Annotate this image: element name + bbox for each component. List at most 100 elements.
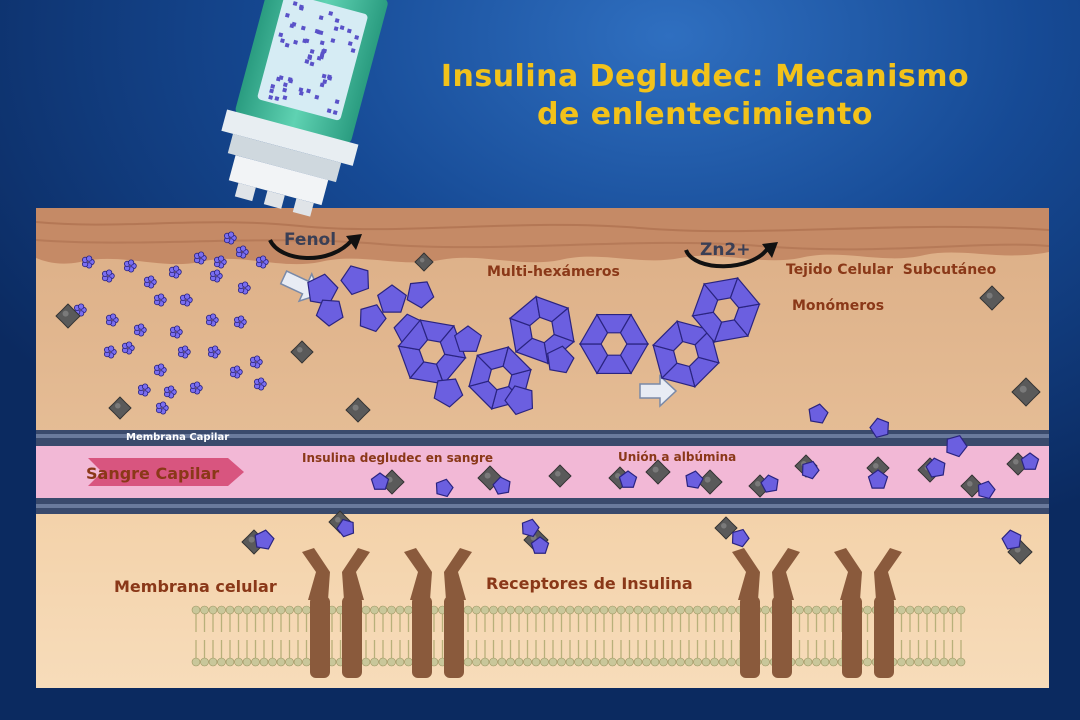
insulin-cluster — [253, 377, 267, 391]
insulin-monomer — [336, 518, 355, 538]
insulin-cluster — [123, 259, 137, 273]
albumin — [960, 474, 984, 498]
insulin-dimer-unit — [453, 325, 483, 352]
insulin-monomer — [946, 434, 968, 458]
insulin-cluster — [249, 355, 263, 369]
albumin — [290, 340, 314, 364]
insulin-monomer — [869, 417, 890, 439]
insulin-receptor — [302, 548, 370, 678]
fenol-release-arrow — [268, 234, 362, 260]
insulin-monomer — [925, 457, 946, 478]
albumin — [645, 459, 671, 485]
insulin-hexamer — [651, 319, 721, 389]
insulin-depot-clusters — [73, 231, 269, 415]
insulin-cluster — [133, 323, 147, 337]
flow-arrow-2 — [639, 374, 678, 408]
insulin-monomer — [977, 480, 996, 500]
insulina-sangre-label: Insulina degludec en sangre — [302, 451, 494, 465]
insulin-monomer — [808, 403, 829, 424]
albumin — [1006, 452, 1030, 476]
insulin-cluster — [143, 275, 157, 289]
page-title: Insulina Degludec: Mecanismo de enlentec… — [380, 58, 1030, 134]
receptores-label: Receptores de Insulina — [486, 574, 693, 593]
insulin-cluster — [81, 255, 95, 269]
insulin-dimer-unit — [377, 284, 407, 313]
albumin — [979, 285, 1005, 311]
monomeros-label: Monómeros — [792, 298, 885, 314]
insulin-monomer — [685, 470, 704, 489]
insulin-cluster — [163, 385, 177, 399]
insulin-cluster — [237, 281, 251, 295]
insulin-dimer-unit — [406, 281, 435, 309]
albumin — [414, 252, 434, 272]
albumin — [714, 516, 738, 540]
insulin-monomer — [801, 460, 820, 480]
insulin-dimer-unit — [546, 345, 575, 374]
tejido-label: Tejido Celular Subcutáneo — [786, 262, 997, 278]
insulin-cluster — [189, 381, 203, 395]
insulin-cluster — [169, 325, 183, 339]
insulin-monomer — [1020, 452, 1040, 470]
albumin — [748, 474, 772, 498]
insulin-cluster — [209, 269, 223, 283]
insulin-cluster — [193, 251, 207, 265]
albumin — [108, 396, 132, 420]
insulin-receptor — [732, 548, 800, 678]
title-line-2: de enlentecimiento — [537, 97, 873, 132]
albumin — [55, 303, 81, 329]
title-line-1: Insulina Degludec: Mecanismo — [440, 59, 970, 94]
multi-hexameros-label: Multi-hexámeros — [487, 264, 620, 280]
insulin-monomer — [521, 518, 540, 538]
insulin-monomer — [530, 536, 550, 554]
insulin-monomer — [618, 470, 638, 488]
insulin-monomer — [867, 469, 889, 489]
insulin-hexamer — [578, 313, 650, 375]
insulin-receptors — [302, 548, 902, 678]
multi-hexamer-chain — [307, 265, 761, 416]
insulin-cluster — [233, 315, 247, 329]
insulin-cluster — [101, 269, 115, 283]
insulin-cluster — [168, 265, 182, 279]
insulin-cluster — [235, 245, 249, 259]
insulin-monomer — [492, 476, 511, 495]
albumin — [548, 464, 572, 488]
sangre-capilar-arrow — [88, 458, 244, 486]
capillary — [36, 430, 1049, 514]
zn-release-arrow — [684, 242, 778, 269]
insulin-receptor — [404, 548, 472, 678]
insulin-dimer-unit — [307, 273, 339, 306]
insulin-monomers — [254, 403, 1040, 554]
insulin-dimer-unit — [433, 378, 464, 408]
insulin-cluster — [155, 401, 169, 415]
insulin-cluster — [223, 231, 237, 245]
insulin-cluster — [229, 365, 243, 379]
insulin-monomer — [370, 472, 390, 490]
insulin-dimer-unit — [340, 265, 370, 296]
insulin-cluster — [121, 341, 135, 355]
insulin-dimer-unit — [315, 299, 344, 327]
insulin-dimer-unit — [504, 385, 534, 416]
zn-label: Zn2+ — [700, 240, 751, 260]
skin-layer — [36, 208, 1049, 265]
insulin-hexamer — [691, 276, 761, 344]
insulin-cluster — [153, 363, 167, 377]
insulin-cluster — [179, 293, 193, 307]
insulin-receptor — [834, 548, 902, 678]
insulin-cluster — [103, 345, 117, 359]
insulin-monomer — [731, 528, 750, 548]
insulin-cluster — [137, 383, 151, 397]
membrana-celular-label: Membrana celular — [114, 577, 277, 596]
insulin-cluster — [153, 293, 167, 307]
fenol-label: Fenol — [284, 230, 337, 250]
insulin-cluster — [105, 313, 119, 327]
insulin-monomer — [1001, 529, 1022, 550]
insulin-dimer-unit — [359, 304, 387, 333]
sangre-capilar-label: Sangre Capilar — [86, 464, 220, 483]
insulin-monomer — [760, 474, 779, 493]
insulin-cluster — [255, 255, 269, 269]
insulin-cluster — [205, 313, 219, 327]
albumin — [345, 397, 371, 423]
insulin-cluster — [213, 255, 227, 269]
insulin-pen — [221, 0, 388, 217]
